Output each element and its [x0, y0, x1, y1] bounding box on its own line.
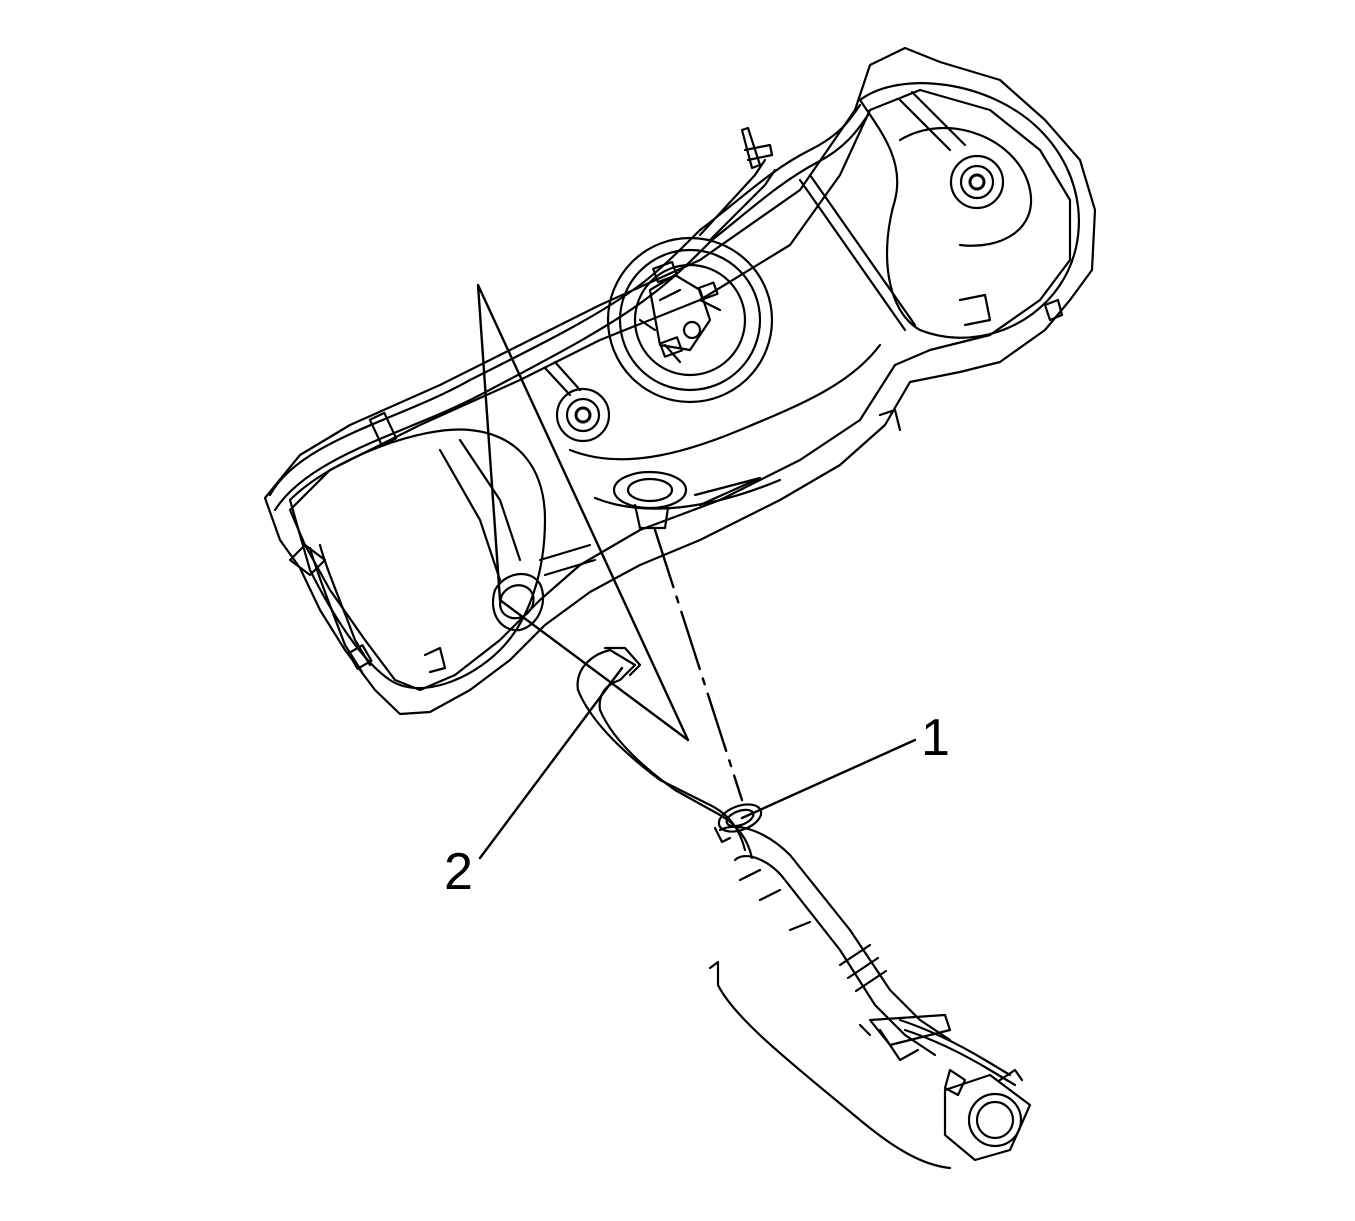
leader-line-1	[740, 738, 917, 820]
leader-lines	[476, 283, 917, 860]
callout-1: 1	[921, 709, 950, 767]
fuel-lines	[268, 103, 1064, 674]
callout-2: 2	[444, 843, 473, 901]
filler-pipe	[576, 646, 1032, 1170]
alignment-line	[653, 528, 744, 802]
fuel-tank	[263, 46, 1097, 716]
leader-line-2	[478, 666, 624, 860]
